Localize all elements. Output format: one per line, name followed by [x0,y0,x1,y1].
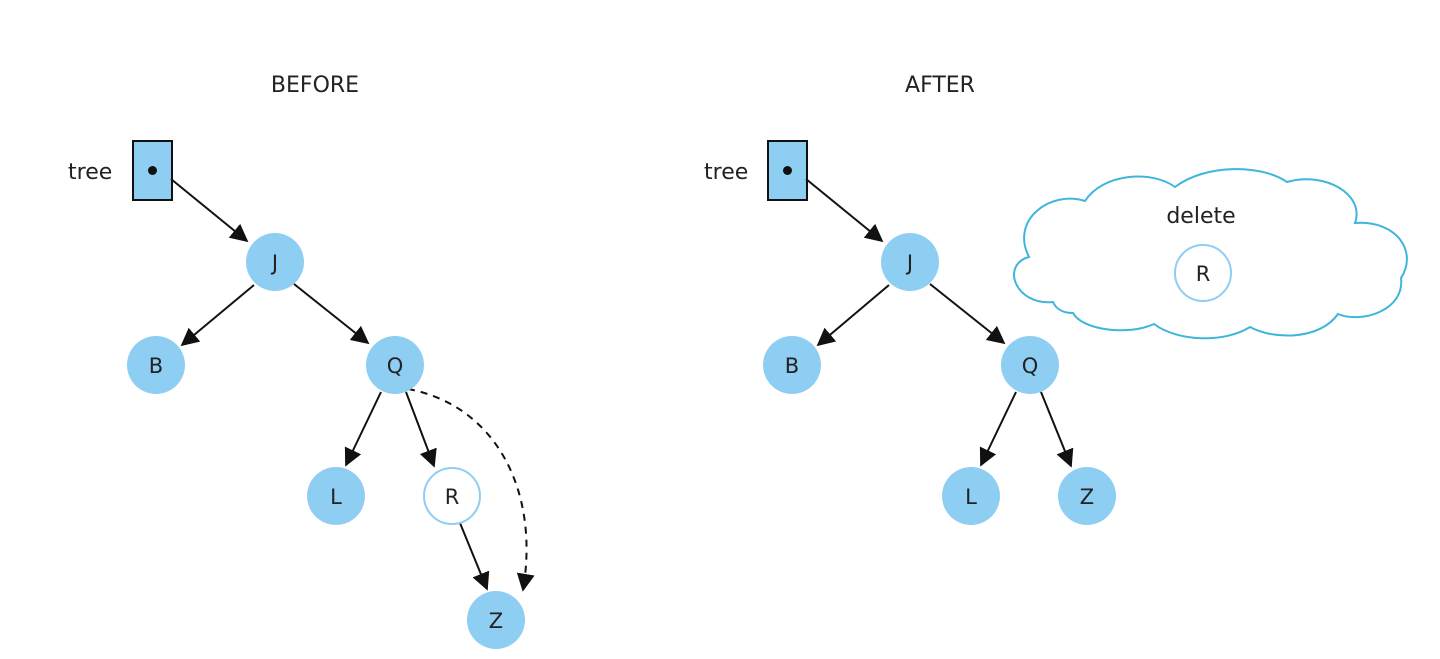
after-node-q: Q [1001,336,1059,394]
after-tree-pointer-dot [783,166,792,175]
delete-cloud: delete R [1013,168,1408,340]
before-node-z-label: Z [489,609,503,633]
after-node-b-circle [763,336,821,394]
before-panel: BEFORE tree J B Q L R [68,73,535,649]
before-tree-pointer-dot [148,166,157,175]
before-node-z: Z [467,591,525,649]
before-node-r-circle [423,467,481,525]
before-node-l-circle [307,467,365,525]
before-tree-label: tree [68,160,112,185]
after-node-z-circle [1058,467,1116,525]
before-edge-q-l [344,391,382,467]
deleted-node-r-label: R [1196,262,1211,286]
after-panel: AFTER tree J B Q L Z del [704,73,1408,525]
after-edge-q-l [979,391,1017,467]
before-node-q: Q [366,336,424,394]
before-edge-r-z [459,522,490,591]
before-node-b-circle [127,336,185,394]
after-node-j-circle [881,233,939,291]
after-edge-q-z [1040,391,1074,468]
after-node-b: B [763,336,821,394]
before-edge-q-r [405,391,437,468]
before-node-b: B [127,336,185,394]
after-node-z: Z [1058,467,1116,525]
before-tree-pointer-box [132,140,173,201]
before-node-q-label: Q [387,354,404,378]
before-edge-j-q [293,283,370,345]
after-node-z-label: Z [1080,485,1094,509]
before-node-j-label: J [270,251,278,275]
after-title: AFTER [905,73,975,98]
before-node-l: L [307,467,365,525]
before-edge-tree-j [170,178,249,243]
after-node-j-label: J [905,251,913,275]
after-tree-label: tree [704,160,748,185]
deleted-node-r-circle [1174,244,1232,302]
after-node-q-label: Q [1022,354,1039,378]
after-edge-tree-j [805,178,884,243]
before-title: BEFORE [271,73,359,98]
after-edge-j-b [816,284,890,347]
before-node-q-circle [366,336,424,394]
after-edge-j-q [929,283,1006,345]
before-node-z-circle [467,591,525,649]
after-node-q-circle [1001,336,1059,394]
after-node-l-circle [942,467,1000,525]
before-edge-j-b [180,284,255,347]
after-node-l: L [942,467,1000,525]
after-node-l-label: L [965,485,977,509]
before-node-b-label: B [149,354,163,378]
before-node-r: R [423,467,481,525]
before-node-l-label: L [330,485,342,509]
after-node-b-label: B [785,354,799,378]
before-node-j: J [246,233,304,291]
before-node-r-label: R [445,485,460,509]
after-node-j: J [881,233,939,291]
before-node-j-circle [246,233,304,291]
before-dashed-edge-q-z [407,388,535,592]
cloud-delete-label: delete [1166,204,1235,229]
